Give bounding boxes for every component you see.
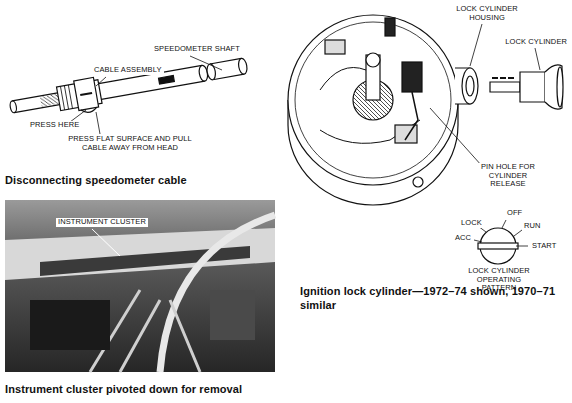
part-label: CABLE ASSEMBLY: [92, 66, 164, 75]
part-label: LOCK CYLINDER: [503, 38, 569, 47]
label-slot: CABLE ASSEMBLY: [92, 66, 164, 75]
label-slot: LOCK: [459, 219, 484, 228]
label-slot: RUN: [522, 222, 543, 231]
speedometer-cable-drawing: [8, 51, 250, 134]
position-label: RUN: [522, 222, 543, 231]
figure-caption: Disconnecting speedometer cable: [5, 173, 187, 187]
position-label: OFF: [505, 209, 524, 218]
instrument-cluster-photo: [5, 200, 275, 372]
label-slot: ACC: [453, 234, 473, 243]
part-label: INSTRUMENT CLUSTER: [56, 218, 148, 227]
part-label: LOCK CYLINDER HOUSING: [452, 5, 522, 22]
label-slot: OFF: [505, 209, 524, 218]
label-slot: PRESS HERE: [28, 121, 81, 130]
position-label: ACC: [453, 234, 473, 243]
position-label: LOCK: [459, 219, 484, 228]
label-slot: INSTRUMENT CLUSTER: [56, 218, 148, 227]
figure-caption: Instrument cluster pivoted down for remo…: [5, 382, 242, 396]
label-slot: PRESS FLAT SURFACE AND PULL CABLE AWAY F…: [60, 135, 200, 152]
label-slot: Ignition lock cylinder—1972–74 shown, 19…: [300, 284, 562, 313]
label-slot: LOCK CYLINDER: [503, 38, 569, 47]
figure-caption: Ignition lock cylinder—1972–74 shown, 19…: [300, 284, 562, 313]
note-label: PRESS FLAT SURFACE AND PULL CABLE AWAY F…: [60, 135, 200, 152]
part-label: SPEEDOMETER SHAFT: [152, 45, 242, 54]
part-label: PIN HOLE FOR CYLINDER RELEASE: [468, 163, 548, 189]
label-slot: Disconnecting speedometer cable: [5, 173, 187, 187]
ignition-lock-drawing: [288, 15, 563, 264]
label-slot: SPEEDOMETER SHAFT: [152, 45, 242, 54]
part-label: PRESS HERE: [28, 121, 81, 130]
label-slot: Instrument cluster pivoted down for remo…: [5, 382, 242, 396]
position-label: START: [530, 242, 558, 251]
label-slot: PIN HOLE FOR CYLINDER RELEASE: [468, 163, 548, 189]
label-slot: LOCK CYLINDER HOUSING: [452, 5, 522, 22]
label-slot: START: [530, 242, 558, 251]
